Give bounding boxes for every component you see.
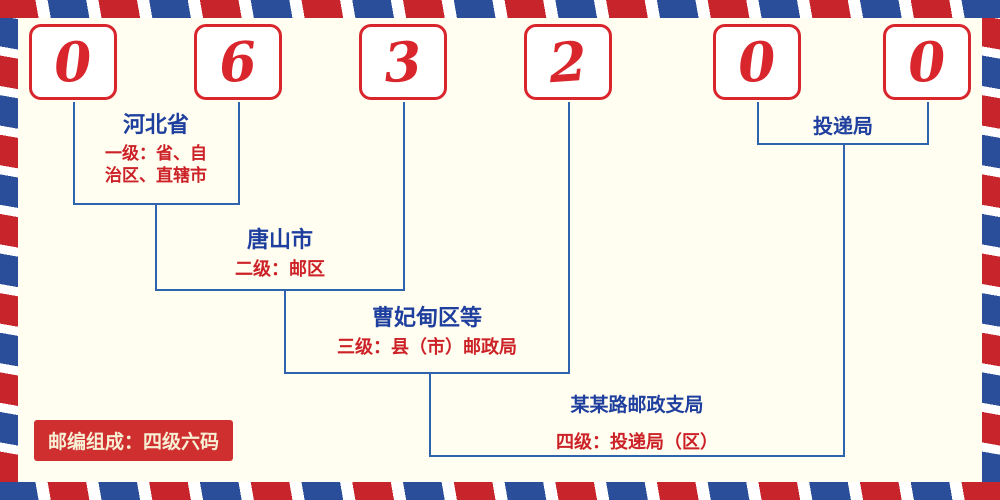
level3-label-block: 曹妃甸区等 三级：县（市）邮政局 <box>284 305 570 360</box>
digit-6: 0 <box>906 28 948 96</box>
digit-4: 2 <box>547 28 589 96</box>
digit-2: 6 <box>217 28 259 96</box>
level3-bottom-line <box>284 372 570 374</box>
level1-desc-line1: 一级：省、自 <box>105 143 207 164</box>
level3-desc: 三级：县（市）邮政局 <box>337 336 517 358</box>
level1-left-line <box>73 102 75 205</box>
airmail-border-bottom <box>0 482 1000 500</box>
level1-to-level2-line <box>155 203 157 291</box>
level4-name: 某某路邮政支局 <box>570 394 704 416</box>
level1-desc-line2: 治区、直辖市 <box>105 166 207 187</box>
digit-box-5: 0 <box>713 24 801 100</box>
level1-name: 河北省 <box>122 113 189 138</box>
level1-label-block: 河北省 一级：省、自 治区、直辖市 <box>74 112 238 188</box>
airmail-border-right <box>982 18 1000 482</box>
digit-box-3: 3 <box>359 24 447 100</box>
footer-badge: 邮编组成：四级六码 <box>34 420 234 461</box>
level2-name: 唐山市 <box>246 228 313 253</box>
airmail-border-top <box>0 0 1000 18</box>
level2-desc: 二级：邮区 <box>235 258 325 280</box>
digit-box-1: 0 <box>29 24 117 100</box>
digit-box-2: 6 <box>194 24 282 100</box>
digit-box-4: 2 <box>524 24 612 100</box>
level4-bottom-line <box>429 455 845 457</box>
digit-3: 3 <box>382 28 424 96</box>
level2-bottom-line <box>155 289 405 291</box>
digit-box-6: 0 <box>883 24 971 100</box>
level2-to-level3-line <box>284 289 286 374</box>
level3-digit-line <box>568 102 570 374</box>
delivery-bottom-line <box>757 143 929 145</box>
delivery-right-line <box>927 102 929 145</box>
delivery-to-level4-line <box>843 143 845 457</box>
airmail-border-left <box>0 18 18 482</box>
level4-label-block: 某某路邮政支局 四级：投递局（区） <box>429 390 845 454</box>
level3-to-level4-line <box>429 372 431 457</box>
level3-name: 曹妃甸区等 <box>371 306 482 331</box>
level4-desc: 四级：投递局（区） <box>556 432 718 453</box>
delivery-left-line <box>757 102 759 145</box>
delivery-office-label: 投递局 <box>813 114 873 138</box>
digit-1: 0 <box>52 28 94 96</box>
digit-5: 0 <box>736 28 778 96</box>
level1-right-line <box>238 102 240 205</box>
level2-digit-line <box>403 102 405 291</box>
level2-label-block: 唐山市 二级：邮区 <box>155 227 405 282</box>
